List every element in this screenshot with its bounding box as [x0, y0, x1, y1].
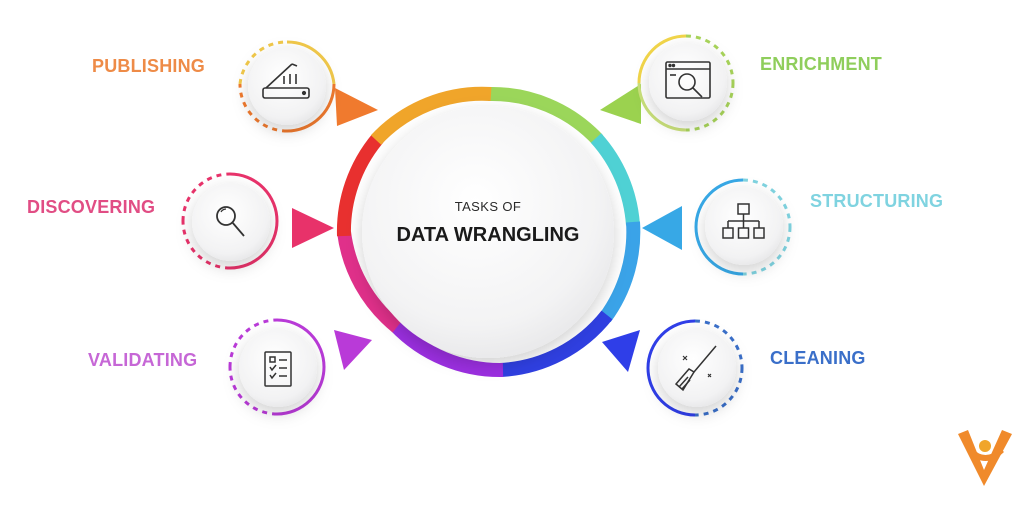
- checklist-icon: [264, 351, 292, 387]
- scanner-icon: [262, 63, 310, 99]
- label-enrichment: ENRICHMENT: [760, 54, 882, 74]
- enrichment-arrow: [600, 84, 641, 124]
- discovering-node: [181, 172, 279, 270]
- label-structuring: STRUCTURING: [810, 191, 944, 211]
- structuring-arrow: [642, 206, 682, 250]
- label-cleaning: CLEANING: [770, 348, 866, 368]
- validating-node: [228, 318, 326, 416]
- center-disc: [362, 106, 614, 358]
- structuring-node: [694, 178, 792, 276]
- validating-arrow: [334, 330, 372, 370]
- person-v-logo-icon: [958, 430, 1012, 486]
- magnifier-icon: [216, 206, 245, 237]
- enrichment-node: [637, 34, 735, 132]
- cleaning-node: [646, 319, 744, 417]
- label-validating: VALIDATING: [88, 350, 198, 370]
- publishing-arrow: [335, 88, 378, 126]
- cleaning-arrow: [602, 330, 640, 372]
- label-discovering: DISCOVERING: [27, 197, 156, 217]
- browser-search-icon: [665, 61, 711, 99]
- center-subtitle: TASKS OF: [454, 199, 522, 214]
- center-title: DATA WRANGLING: [396, 224, 580, 246]
- broom-icon: [674, 345, 717, 392]
- discovering-arrow: [292, 208, 334, 248]
- center-rainbow-ring: [336, 86, 641, 378]
- publishing-node: [238, 40, 336, 133]
- hierarchy-icon: [722, 203, 765, 239]
- label-publishing: PUBLISHING: [92, 56, 206, 76]
